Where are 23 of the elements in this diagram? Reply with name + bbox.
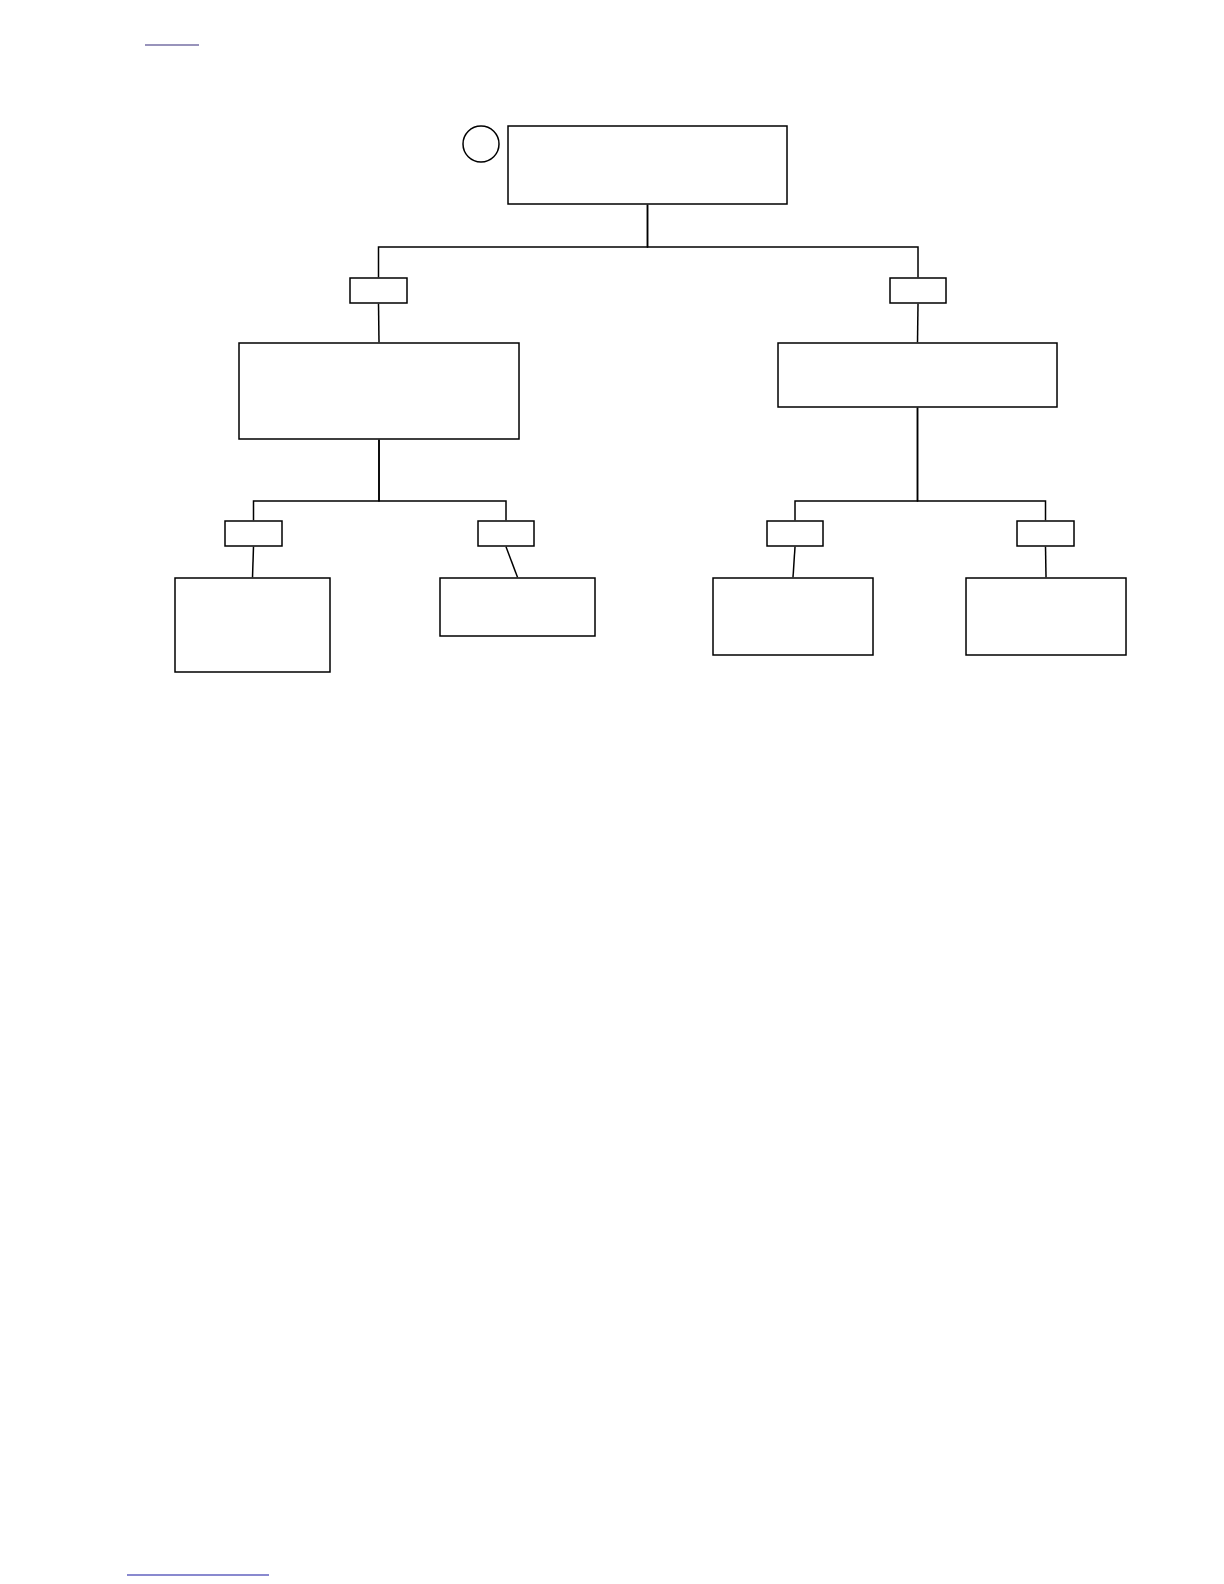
connector-line (916, 303, 919, 343)
empty-box (1016, 520, 1075, 547)
connector-line (378, 439, 507, 521)
empty-box (174, 577, 331, 673)
empty-box (238, 342, 520, 440)
connector-line (916, 407, 1047, 521)
empty-box (889, 277, 947, 304)
empty-box (507, 125, 788, 205)
circle-marker (462, 125, 500, 163)
connector-line (646, 204, 919, 278)
empty-box (349, 277, 408, 304)
empty-box (777, 342, 1058, 408)
connector-line (1044, 546, 1047, 578)
empty-box (712, 577, 874, 656)
connector-line (792, 546, 796, 578)
connector-line (505, 546, 519, 578)
empty-box (766, 520, 824, 547)
empty-box (439, 577, 596, 637)
empty-box (224, 520, 283, 547)
connector-line (251, 546, 255, 578)
empty-box (965, 577, 1127, 656)
connector-line (377, 303, 380, 343)
empty-box (477, 520, 535, 547)
